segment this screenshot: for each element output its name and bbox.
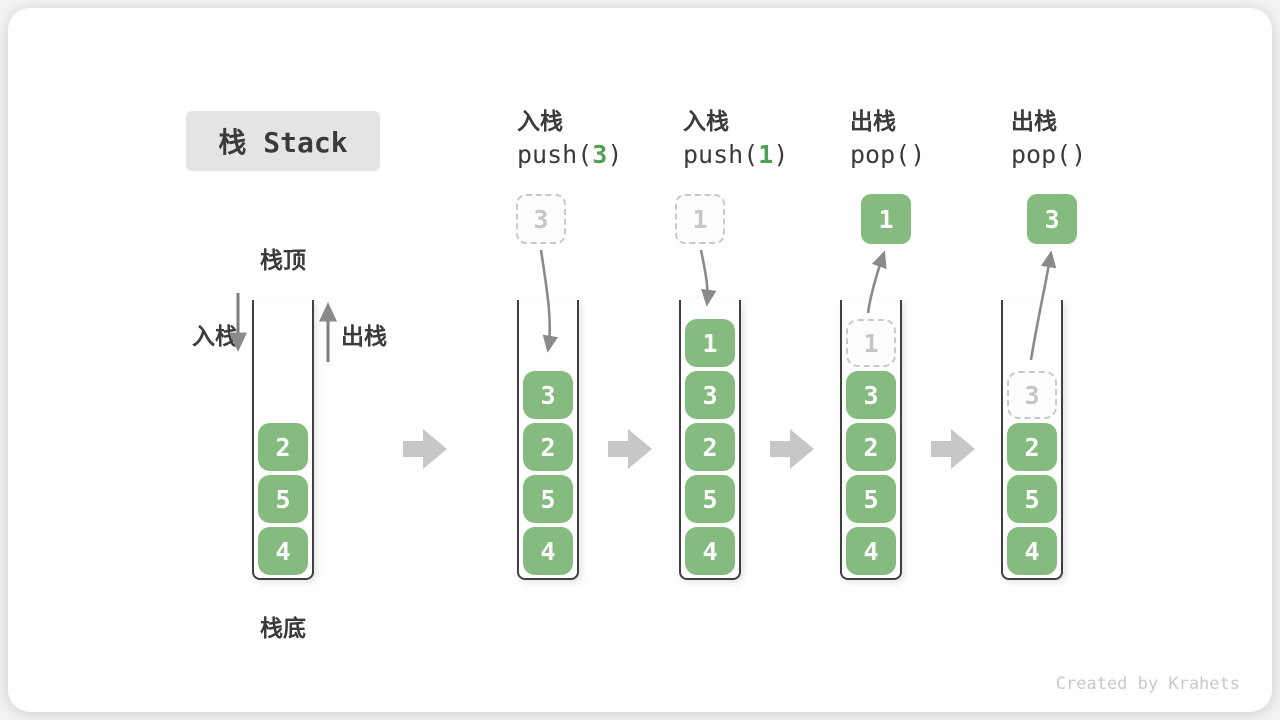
stack-cell: 4 xyxy=(685,527,735,575)
stage-push1-op: 入栈 xyxy=(683,108,729,134)
stack-cell: 3 xyxy=(523,371,573,419)
popped-value-box: 3 xyxy=(1027,194,1077,244)
stack-top-label: 栈顶 xyxy=(260,247,306,273)
stack-container-initial: 4 5 2 xyxy=(252,300,314,580)
stage-push1-code: push(1) xyxy=(683,136,833,174)
stage-pop1-header: 出栈 pop() xyxy=(850,106,1000,174)
code-post: ) xyxy=(773,140,789,169)
stack-bottom-label: 栈底 xyxy=(260,615,306,641)
stage-pop1-code: pop() xyxy=(850,136,1000,174)
stack-cell: 4 xyxy=(523,527,573,575)
stage-push3-header: 入栈 push(3) xyxy=(517,106,667,174)
removed-cell-ghost: 1 xyxy=(846,319,896,367)
stack-container-pop1: 4 5 2 3 1 xyxy=(840,300,902,580)
code-post: ) xyxy=(1071,140,1087,169)
stack-cell: 4 xyxy=(846,527,896,575)
stack-cell: 5 xyxy=(846,475,896,523)
stack-cell: 2 xyxy=(1007,423,1057,471)
push-direction-label: 入栈 xyxy=(192,323,238,349)
stack-cell: 5 xyxy=(685,475,735,523)
code-pre: push( xyxy=(683,140,759,169)
stage-push3-code: push(3) xyxy=(517,136,667,174)
stage-push1-header: 入栈 push(1) xyxy=(683,106,833,174)
incoming-value-box: 1 xyxy=(675,194,725,244)
code-post: ) xyxy=(910,140,926,169)
stack-cell: 2 xyxy=(258,423,308,471)
stack-container-push1: 4 5 2 3 1 xyxy=(679,300,741,580)
stack-cell: 3 xyxy=(846,371,896,419)
stack-cell: 2 xyxy=(685,423,735,471)
code-pre: pop( xyxy=(850,140,911,169)
stack-container-pop3: 4 5 2 3 xyxy=(1001,300,1063,580)
code-arg: 1 xyxy=(758,140,774,169)
stage-pop3-code: pop() xyxy=(1011,136,1161,174)
removed-cell-ghost: 3 xyxy=(1007,371,1057,419)
diagram-title: 栈 Stack xyxy=(186,111,380,171)
stage-pop3-op: 出栈 xyxy=(1011,108,1057,134)
stack-cell: 4 xyxy=(1007,527,1057,575)
stack-cell: 5 xyxy=(523,475,573,523)
stack-cell: 2 xyxy=(523,423,573,471)
incoming-value-box: 3 xyxy=(516,194,566,244)
stack-cell: 5 xyxy=(258,475,308,523)
code-post: ) xyxy=(607,140,623,169)
stack-cell: 2 xyxy=(846,423,896,471)
credit-text: Created by Krahets xyxy=(1055,674,1240,694)
stack-cell: 1 xyxy=(685,319,735,367)
code-arg: 3 xyxy=(592,140,608,169)
stage-pop1-op: 出栈 xyxy=(850,108,896,134)
code-pre: pop( xyxy=(1011,140,1072,169)
stage-push3-op: 入栈 xyxy=(517,108,563,134)
stage-pop3-header: 出栈 pop() xyxy=(1011,106,1161,174)
popped-value-box: 1 xyxy=(861,194,911,244)
pop-direction-label: 出栈 xyxy=(341,323,387,349)
code-pre: push( xyxy=(517,140,593,169)
stack-container-push3: 4 5 2 3 xyxy=(517,300,579,580)
stack-cell: 5 xyxy=(1007,475,1057,523)
stack-cell: 3 xyxy=(685,371,735,419)
stack-cell: 4 xyxy=(258,527,308,575)
